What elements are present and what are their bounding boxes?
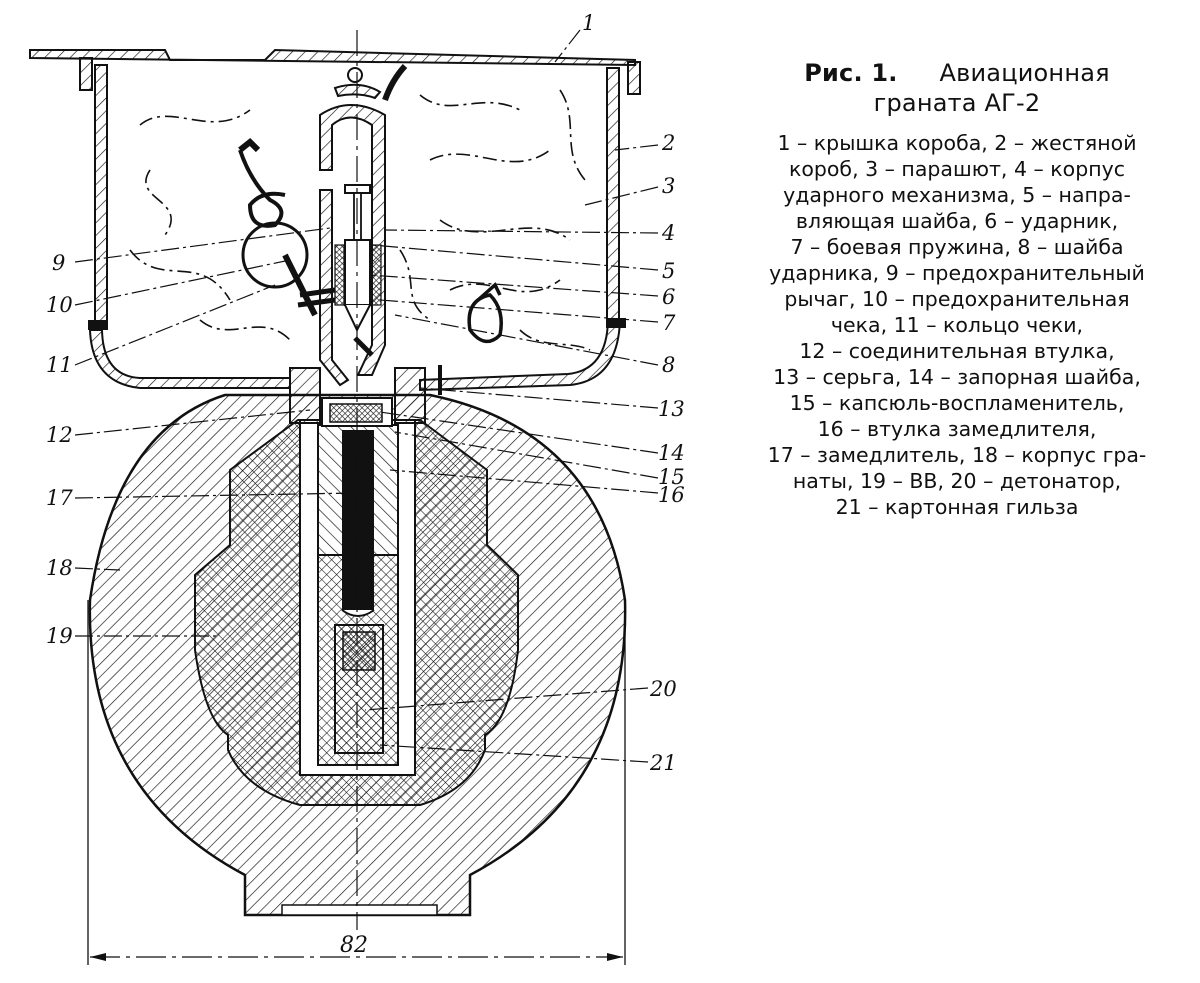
mainspring-right xyxy=(371,244,382,306)
figure-number: Рис. 1. xyxy=(804,59,898,87)
box-lid xyxy=(29,48,636,67)
callout-12: 12 xyxy=(46,423,73,447)
tin-box xyxy=(29,48,641,392)
callout-5: 5 xyxy=(662,259,675,283)
figure-caption: Рис. 1. Авиационная граната АГ-2 1 – крыш… xyxy=(722,58,1192,520)
suspension-ring xyxy=(347,67,363,83)
box-bottom xyxy=(88,329,291,389)
figure-title-line2: граната АГ-2 xyxy=(873,89,1041,117)
diameter-label: 82 xyxy=(340,933,368,958)
callout-20: 20 xyxy=(649,677,677,701)
delay-element xyxy=(342,430,374,610)
callout-11: 11 xyxy=(46,353,73,377)
lid-left-flange xyxy=(79,57,93,91)
box-right-wall xyxy=(606,67,620,321)
callout-13: 13 xyxy=(658,397,685,421)
parachute xyxy=(129,89,591,351)
figure-legend: 1 – крышка короба, 2 – жестяной короб, 3… xyxy=(767,131,1147,519)
callout-17: 17 xyxy=(46,486,73,510)
rivet-right xyxy=(606,318,626,328)
figure-title: Рис. 1. Авиационная граната АГ-2 xyxy=(722,58,1192,118)
detonator-cap xyxy=(342,631,376,671)
figure-title-line1: Авиационная xyxy=(939,59,1110,87)
callout-18: 18 xyxy=(46,556,73,580)
callout-3: 3 xyxy=(662,174,675,198)
callout-15: 15 xyxy=(658,465,685,489)
rivet-left xyxy=(88,320,108,330)
callout-16: 16 xyxy=(658,483,685,507)
leader-lines xyxy=(74,29,659,763)
callout-9: 9 xyxy=(52,251,65,275)
callout-19: 19 xyxy=(46,624,73,648)
box-left-wall xyxy=(94,64,108,328)
impact-mechanism-body xyxy=(297,63,408,387)
callout-2: 2 xyxy=(661,131,675,155)
callout-21: 21 xyxy=(649,751,677,775)
safety-pin-ring xyxy=(238,137,318,317)
callout-1: 1 xyxy=(582,11,595,35)
callout-7: 7 xyxy=(662,311,676,335)
callout-labels: 1 2 3 4 5 6 7 8 9 10 11 12 13 14 15 16 1… xyxy=(46,11,685,775)
diameter-dimension: 82 xyxy=(87,600,626,965)
callout-4: 4 xyxy=(661,221,675,245)
lid-right-flange xyxy=(627,61,641,95)
mainspring xyxy=(334,244,345,306)
callout-6: 6 xyxy=(662,285,675,309)
base-recess xyxy=(281,904,438,916)
callout-8: 8 xyxy=(662,353,675,377)
callout-10: 10 xyxy=(46,293,73,317)
primer xyxy=(329,403,383,423)
grenade-cross-section-diagram: 1 2 3 4 5 6 7 8 9 10 11 12 13 14 15 16 1… xyxy=(29,11,685,965)
callout-14: 14 xyxy=(658,441,685,465)
